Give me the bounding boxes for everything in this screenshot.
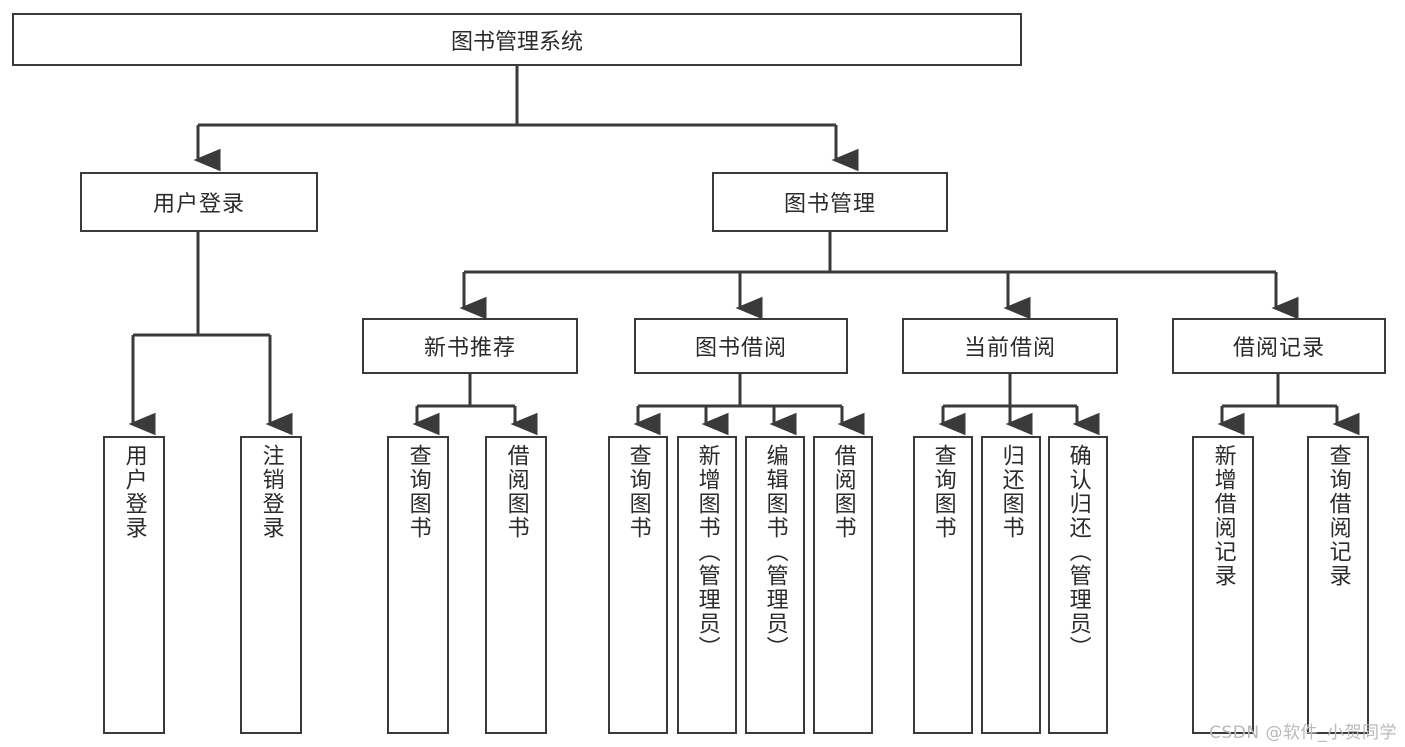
- leaf-records-add-record[interactable]: 新增借阅记录: [1192, 436, 1254, 734]
- leaf-newbook-query-book[interactable]: 查询图书: [387, 436, 449, 734]
- node-label: 借阅图书: [503, 444, 529, 540]
- leaf-newbook-borrow-book[interactable]: 借阅图书: [485, 436, 547, 734]
- node-label: 图书借阅: [694, 336, 787, 361]
- leaf-borrow-edit-book-admin[interactable]: 编辑图书（管理员）: [745, 436, 805, 734]
- leaf-borrow-borrow-book[interactable]: 借阅图书: [813, 436, 873, 734]
- node-label: 新书推荐: [423, 336, 516, 361]
- leaf-current-confirm-return-admin[interactable]: 确认归还（管理员）: [1048, 436, 1108, 734]
- node-label: 借阅图书: [830, 444, 856, 540]
- leaf-borrow-add-book-admin[interactable]: 新增图书（管理员）: [677, 436, 737, 734]
- node-label: 借阅记录: [1232, 336, 1325, 361]
- leaf-user-login[interactable]: 用户登录: [103, 436, 165, 734]
- node-book-management[interactable]: 图书管理: [712, 172, 948, 232]
- node-label: 查询图书: [405, 444, 431, 540]
- node-current-borrow[interactable]: 当前借阅: [902, 318, 1118, 374]
- node-book-borrow[interactable]: 图书借阅: [634, 318, 848, 374]
- node-label: 查询图书: [625, 444, 651, 540]
- leaf-records-query-record[interactable]: 查询借阅记录: [1307, 436, 1369, 734]
- node-label: 用户登录: [152, 192, 245, 217]
- node-label: 归还图书: [998, 444, 1024, 540]
- node-label: 注销登录: [258, 444, 284, 540]
- node-label: 新增借阅记录: [1210, 444, 1236, 588]
- leaf-borrow-query-book[interactable]: 查询图书: [608, 436, 668, 734]
- node-label: 查询借阅记录: [1325, 444, 1351, 588]
- node-label: 查询图书: [930, 444, 956, 540]
- node-label: 图书管理: [783, 192, 876, 217]
- node-label: 编辑图书（管理员）: [762, 444, 788, 660]
- node-label: 用户登录: [121, 444, 147, 540]
- node-user-login[interactable]: 用户登录: [80, 172, 318, 232]
- watermark-text: CSDN @软件_小贺同学: [1209, 723, 1397, 743]
- node-label: 当前借阅: [963, 336, 1056, 361]
- leaf-current-return-book[interactable]: 归还图书: [981, 436, 1041, 734]
- node-label: 图书管理系统: [450, 29, 583, 55]
- node-new-book-recommend[interactable]: 新书推荐: [362, 318, 578, 374]
- node-label: 确认归还（管理员）: [1065, 444, 1091, 660]
- leaf-user-logout[interactable]: 注销登录: [240, 436, 302, 734]
- node-label: 新增图书（管理员）: [694, 444, 720, 660]
- leaf-current-query-book[interactable]: 查询图书: [913, 436, 973, 734]
- node-root-system[interactable]: 图书管理系统: [12, 13, 1022, 66]
- node-borrow-records[interactable]: 借阅记录: [1172, 318, 1386, 374]
